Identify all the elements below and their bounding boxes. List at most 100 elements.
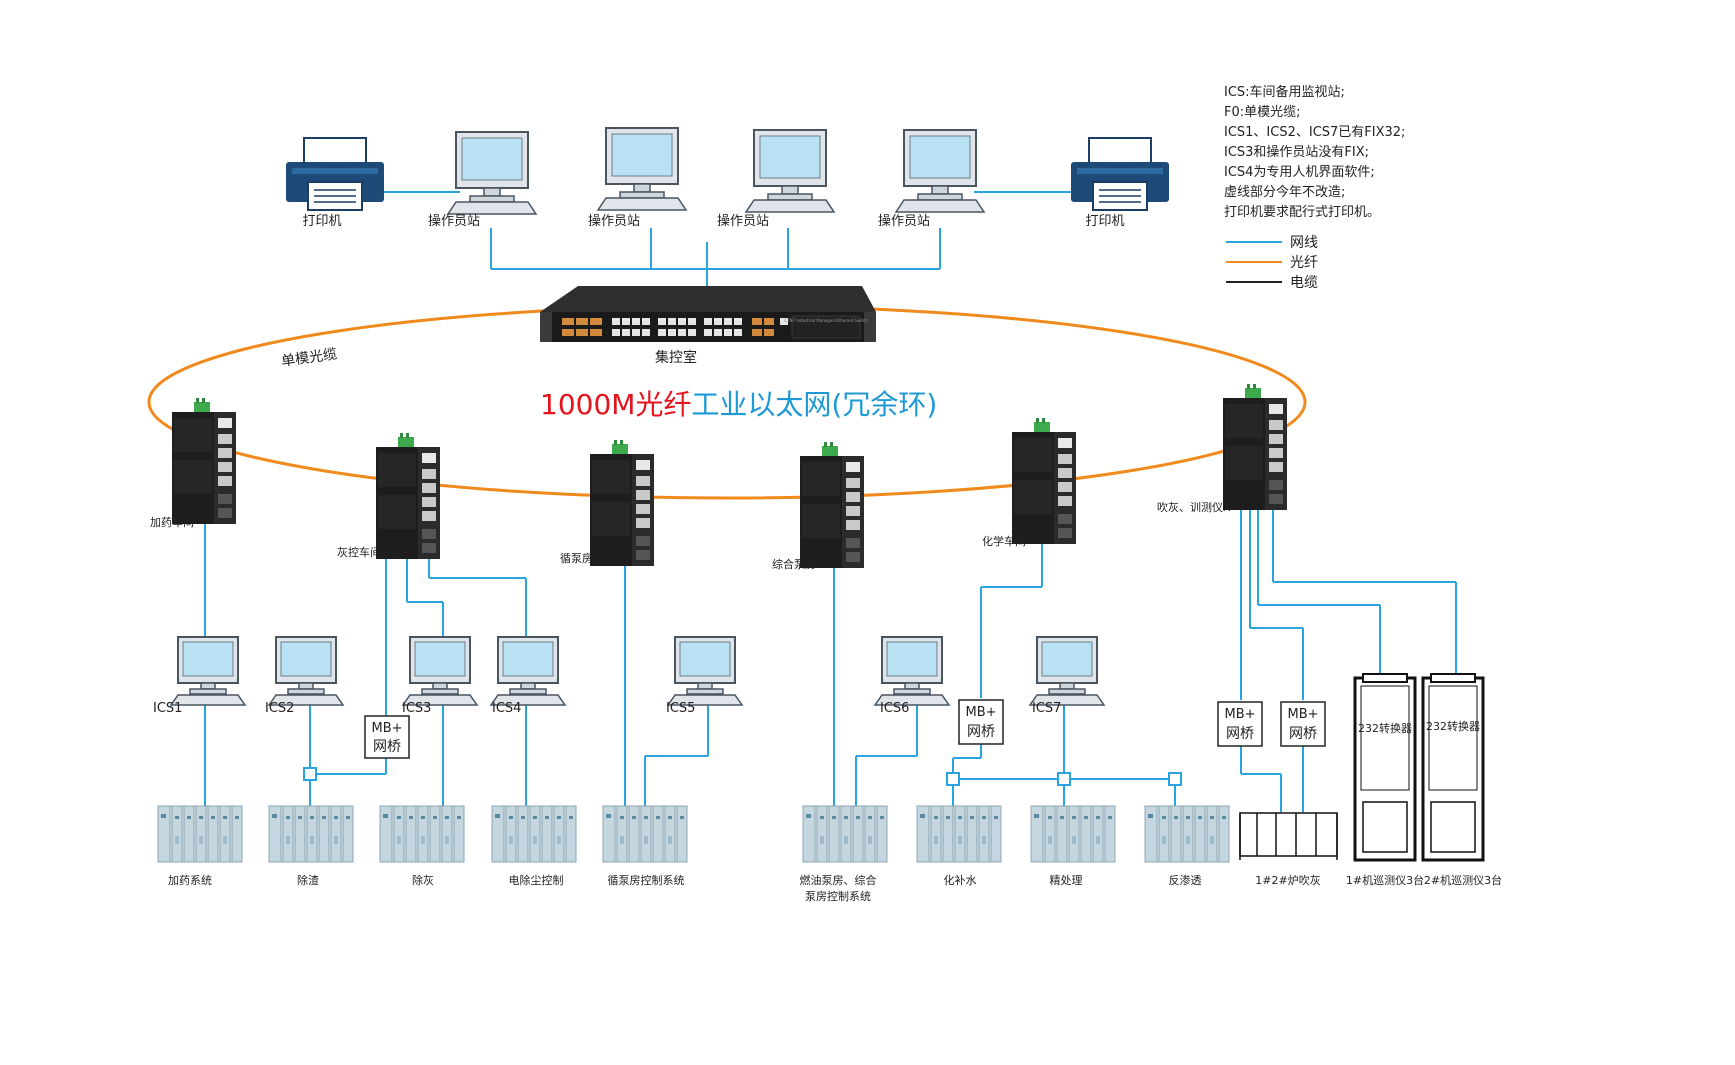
printer-icon (1070, 137, 1170, 211)
station-label: 操作员站 (588, 213, 640, 229)
ics7[interactable]: ICS7 (1029, 636, 1105, 716)
plc-label-2: 泵房控制系统 (805, 889, 871, 903)
printer-left[interactable]: 打印机 (285, 137, 385, 229)
plc-fanshentou[interactable]: 反渗透 (1144, 805, 1230, 887)
switch-huikong[interactable]: 灰控车间 (337, 433, 440, 559)
note-line: 虚线部分今年不改造; (1224, 184, 1345, 200)
note-line: ICS1、ICS2、ICS7已有FIX32; (1224, 125, 1405, 140)
station-label: 操作员站 (878, 213, 930, 229)
device-label: 2#机巡测仪3台 (1424, 873, 1502, 887)
switch-icon (1012, 418, 1076, 544)
ics-label: ICS4 (492, 701, 521, 716)
switch-icon (1223, 384, 1287, 510)
bridge-line1: MB+ (371, 721, 402, 736)
soot-blower-unit[interactable]: 1#2#炉吹灰 (1239, 812, 1338, 887)
ics6[interactable]: ICS6 (874, 636, 950, 716)
core-switch[interactable]: ILTN7 Industrial Managed Ethernet Switch… (540, 286, 876, 366)
ics-label: ICS6 (880, 701, 909, 716)
note-line: ICS4为专用人机界面软件; (1224, 165, 1375, 180)
core-label: 集控室 (655, 349, 697, 366)
switch-huaxue[interactable]: 化学车间 (982, 418, 1076, 548)
station-3[interactable]: 操作员站 (717, 129, 835, 229)
ics-label: ICS1 (153, 701, 182, 716)
plc-rack-icon (1030, 805, 1116, 863)
cabinet-icon (1353, 672, 1417, 862)
switch-jiayao[interactable]: 加药车间 (150, 398, 236, 529)
switch-xunbeng[interactable]: 循泵房 (560, 440, 654, 566)
monitor-icon (667, 636, 743, 706)
ics3[interactable]: ICS3 (402, 636, 478, 716)
ics-label: ICS2 (265, 701, 294, 716)
ics-label: ICS7 (1032, 701, 1061, 716)
note-line: F0:单模光缆; (1224, 104, 1301, 120)
plc-xunbeng[interactable]: 循泵房控制系统 (602, 805, 688, 887)
plc-label: 除灰 (412, 873, 434, 887)
monitor-icon (874, 636, 950, 706)
mb-bridge-2[interactable]: MB+ 网桥 (958, 699, 1004, 745)
plc-label: 电除尘控制 (509, 873, 564, 887)
station-2[interactable]: 操作员站 (588, 127, 687, 229)
note-line: ICS:车间备用监视站; (1224, 84, 1345, 100)
monitor-icon (170, 636, 246, 706)
plc-label: 燃油泵房、综合 (800, 873, 877, 887)
legend-network: 网线 (1290, 235, 1318, 251)
switch-icon (590, 440, 654, 566)
switch-label: 吹灰、训测仪X (1157, 500, 1231, 514)
ring-title-red: 1000M光纤 (540, 388, 691, 421)
monitor-icon (447, 131, 537, 215)
mb-bridge-4[interactable]: MB+ 网桥 (1280, 701, 1326, 747)
plc-rack-icon (379, 805, 465, 863)
plc-dianchuchen[interactable]: 电除尘控制 (491, 805, 577, 887)
switch-icon (172, 398, 236, 524)
station-1[interactable]: 操作员站 (428, 131, 537, 229)
printer-right-label: 打印机 (1085, 214, 1124, 229)
plc-label: 加药系统 (168, 874, 212, 887)
notes: ICS:车间备用监视站; F0:单模光缆; ICS1、ICS2、ICS7已有FI… (1224, 84, 1405, 220)
plc-chuhui[interactable]: 除灰 (379, 805, 465, 887)
rj45-ports (612, 318, 788, 336)
plc-rack-icon (802, 805, 888, 863)
device-label: 1#2#炉吹灰 (1255, 873, 1320, 887)
ics4[interactable]: ICS4 (490, 636, 566, 716)
ring-title-blue: 工业以太网(冗余环) (691, 388, 937, 421)
monitor-icon (268, 636, 344, 706)
plc-label: 反渗透 (1169, 873, 1202, 887)
plc-huabushui[interactable]: 化补水 (916, 805, 1002, 887)
bridge-line2: 网桥 (1289, 726, 1317, 742)
plc-rack-icon (1144, 805, 1230, 863)
plc-chuzha[interactable]: 除渣 (268, 805, 354, 887)
ring-title: 1000M光纤工业以太网(冗余环) (540, 388, 937, 421)
mb-bridge-1[interactable]: MB+ 网桥 (364, 715, 410, 759)
switch-icon (800, 442, 864, 568)
printer-right[interactable]: 打印机 (1070, 137, 1170, 229)
monitor-icon (895, 129, 985, 213)
switch-zonghe[interactable]: 综合泵房 (772, 442, 864, 571)
legend: 网线 光纤 电缆 (1226, 235, 1318, 291)
converter-cabinet-2[interactable]: 232转换器 2#机巡测仪3台 (1421, 672, 1502, 887)
plc-rack-icon (602, 805, 688, 863)
ics2[interactable]: ICS2 (265, 636, 344, 716)
device-label: 1#机巡测仪3台 (1346, 873, 1424, 887)
mb-bridge-3[interactable]: MB+ 网桥 (1217, 701, 1263, 747)
legend-fiber: 光纤 (1290, 255, 1318, 271)
plc-jingchuli[interactable]: 精处理 (1030, 805, 1116, 887)
plc-jiayao[interactable]: 加药系统 (157, 805, 243, 887)
ics5[interactable]: ICS5 (666, 636, 743, 716)
plc-ranyou[interactable]: 燃油泵房、综合 泵房控制系统 (800, 805, 888, 903)
converter-label: 232转换器 (1358, 721, 1412, 735)
cabinet-icon (1421, 672, 1485, 862)
converter-cabinet-1[interactable]: 232转换器 1#机巡测仪3台 (1346, 672, 1424, 887)
monitor-icon (490, 636, 566, 706)
plc-rack-icon (268, 805, 354, 863)
fiber-ports (562, 318, 774, 336)
switch-label: 灰控车间 (337, 545, 381, 559)
monitor-icon (1029, 636, 1105, 706)
plc-label: 循泵房控制系统 (608, 873, 685, 887)
printer-icon (285, 137, 385, 211)
bridge-line1: MB+ (1287, 707, 1318, 722)
switch-chuihui[interactable]: 吹灰、训测仪X (1157, 384, 1287, 514)
switch-icon (376, 433, 440, 559)
ics1[interactable]: ICS1 (153, 636, 246, 716)
monitor-icon (402, 636, 478, 706)
station-4[interactable]: 操作员站 (878, 129, 985, 229)
